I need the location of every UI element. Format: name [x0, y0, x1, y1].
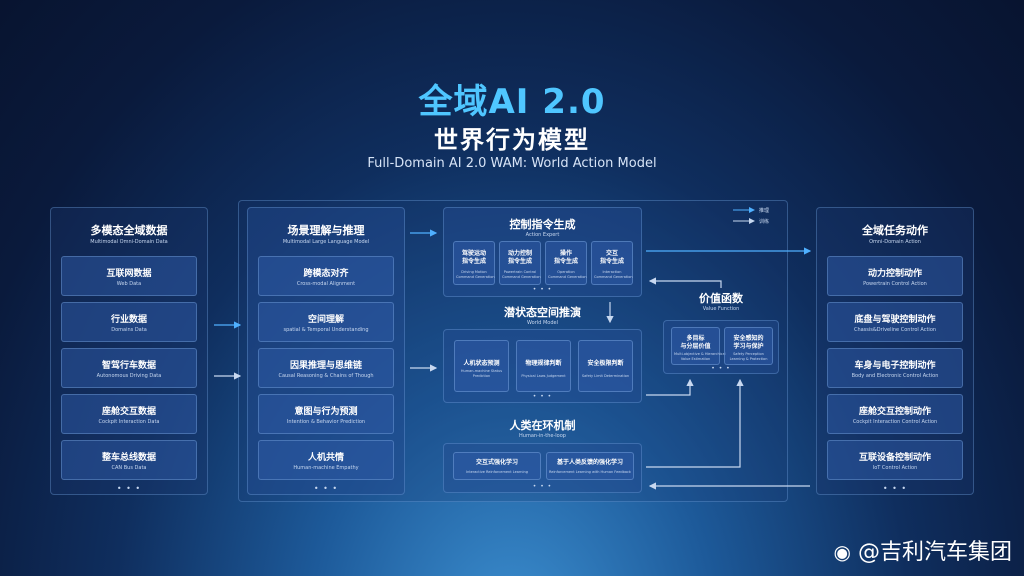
- world-item-physics: 物理规律判断 Physical Laws Judgement: [516, 340, 571, 392]
- human-loop-subtitle: Human-in-the-loop: [519, 433, 566, 439]
- panel-title: 场景理解与推理: [287, 224, 365, 237]
- value-item-multiobjective: 多目标 与分层价值 Multi-objective & Hierarchical…: [671, 327, 726, 365]
- scene-item-intention: 意图与行为预测 Intention & Behavior Prediction: [258, 394, 394, 434]
- action-expert-panel: 控制指令生成 Action Expert 驾驶运动 指令生成 Driving M…: [443, 207, 642, 297]
- scene-item-spatial: 空间理解 spatial & Temporal Understanding: [258, 302, 394, 342]
- control-item-powertrain: 动力控制 指令生成 Powertrain Control Command Gen…: [499, 241, 541, 285]
- main-subtitle: 世界行为模型: [434, 126, 590, 154]
- omni-domain-action-panel: 全域任务动作 Omni-Domain Action 动力控制动作 Powertr…: [816, 207, 974, 495]
- weibo-icon: ◉: [833, 540, 851, 564]
- value-item-safety-perception: 安全感知的 学习与保护 Safety Perception Learning &…: [724, 327, 773, 365]
- more-dots: • • •: [116, 484, 142, 493]
- panel-title: 多模态全域数据: [90, 224, 168, 237]
- legend-infer: 推理: [759, 208, 770, 214]
- data-item-web: 互联网数据 Web Data: [61, 256, 197, 296]
- panel-title: 全域任务动作: [862, 224, 928, 237]
- more-dots: • • •: [711, 365, 731, 372]
- action-item-chassis: 底盘与驾驶控制动作 Chassis&Driveline Control Acti…: [827, 302, 963, 342]
- world-item-safety: 安全极限判断 Safety Limit Determination: [578, 340, 633, 392]
- world-model-title: 潜状态空间推演: [504, 306, 581, 319]
- arrow-value-to-control: [648, 277, 722, 288]
- human-loop-panel: 交互式强化学习 Interactive Reinforcement Learni…: [443, 443, 642, 493]
- world-model-panel: 人机状态预测 Human-machine Status Prediction 物…: [443, 329, 642, 403]
- scene-item-empathy: 人机共情 Human-machine Empathy: [258, 440, 394, 480]
- action-item-iot: 互联设备控制动作 IoT Control Action: [827, 440, 963, 480]
- arrow-world-to-value: [646, 378, 694, 396]
- main-title: 全域AI 2.0: [418, 82, 606, 122]
- control-item-interaction: 交互 指令生成 Interaction Command Generation: [591, 241, 633, 285]
- control-item-operation: 操作 指令生成 Operation Command Generation: [545, 241, 587, 285]
- human-item-rlhf: 基于人类反馈的强化学习 Reinforcement Learning with …: [546, 452, 634, 480]
- human-loop-title: 人类在环机制: [509, 419, 576, 432]
- more-dots: • • •: [882, 484, 908, 493]
- scene-understanding-panel: 场景理解与推理 Multimodal Large Language Model …: [247, 207, 405, 495]
- control-item-driving: 驾驶运动 指令生成 Driving Motion Command Generat…: [453, 241, 495, 285]
- value-function-panel: 多目标 与分层价值 Multi-objective & Hierarchical…: [663, 320, 779, 374]
- data-item-canbus: 整车总线数据 CAN Bus Data: [61, 440, 197, 480]
- panel-subtitle: Omni-Domain Action: [869, 239, 921, 245]
- more-dots: • • •: [532, 483, 553, 490]
- panel-title: 控制指令生成: [509, 218, 576, 231]
- english-subtitle: Full-Domain AI 2.0 WAM: World Action Mod…: [367, 156, 657, 171]
- data-item-driving: 智驾行车数据 Autonomous Driving Data: [61, 348, 197, 388]
- panel-subtitle: Multimodal Large Language Model: [282, 239, 370, 245]
- action-item-powertrain: 动力控制动作 Powertrain Control Action: [827, 256, 963, 296]
- data-item-cockpit: 座舱交互数据 Cockpit Interaction Data: [61, 394, 197, 434]
- multimodal-data-panel: 多模态全域数据 Multimodal Omni-Domain Data 互联网数…: [50, 207, 208, 495]
- value-function-title: 价值函数: [699, 292, 743, 305]
- action-item-body: 车身与电子控制动作 Body and Electronic Control Ac…: [827, 348, 963, 388]
- arrow-human-to-value: [646, 378, 744, 468]
- scene-item-causal: 因果推理与思维链 Causal Reasoning & Chains of Th…: [258, 348, 394, 388]
- more-dots: • • •: [532, 393, 553, 400]
- action-item-cockpit: 座舱交互控制动作 Cockpit Interaction Control Act…: [827, 394, 963, 434]
- human-item-interactive-rl: 交互式强化学习 Interactive Reinforcement Learni…: [453, 452, 541, 480]
- value-function-subtitle: Value Function: [702, 306, 740, 312]
- world-model-subtitle: World Model: [527, 320, 558, 326]
- weibo-watermark: ◉ @吉利汽车集团: [833, 540, 1012, 565]
- more-dots: • • •: [313, 484, 339, 493]
- scene-item-alignment: 跨模态对齐 Cross-modal Alignment: [258, 256, 394, 296]
- world-item-status: 人机状态预测 Human-machine Status Prediction: [454, 340, 509, 392]
- data-item-domains: 行业数据 Domains Data: [61, 302, 197, 342]
- legend-train: 训练: [759, 219, 770, 225]
- more-dots: • • •: [532, 286, 553, 293]
- panel-subtitle: Multimodal Omni-Domain Data: [90, 239, 168, 245]
- panel-subtitle: Action Expert: [525, 232, 560, 238]
